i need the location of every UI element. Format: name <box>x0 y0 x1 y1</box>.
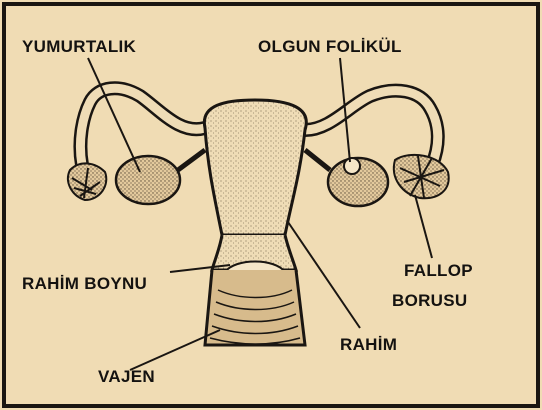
mature-follicle <box>344 158 360 174</box>
label-vagina: VAJEN <box>98 368 155 385</box>
label-ovary: YUMURTALIK <box>22 38 136 55</box>
label-fallopian-tube-line1: FALLOP <box>404 262 473 279</box>
left-ovary <box>116 156 180 204</box>
label-uterus: RAHİM <box>340 336 397 353</box>
vagina <box>205 270 305 345</box>
uterus <box>204 100 306 235</box>
label-cervix: RAHİM BOYNU <box>22 275 147 292</box>
left-fimbriae <box>68 163 106 200</box>
label-mature-follicle: OLGUN FOLİKÜL <box>258 38 402 55</box>
label-fallopian-tube-line2: BORUSU <box>392 292 467 309</box>
